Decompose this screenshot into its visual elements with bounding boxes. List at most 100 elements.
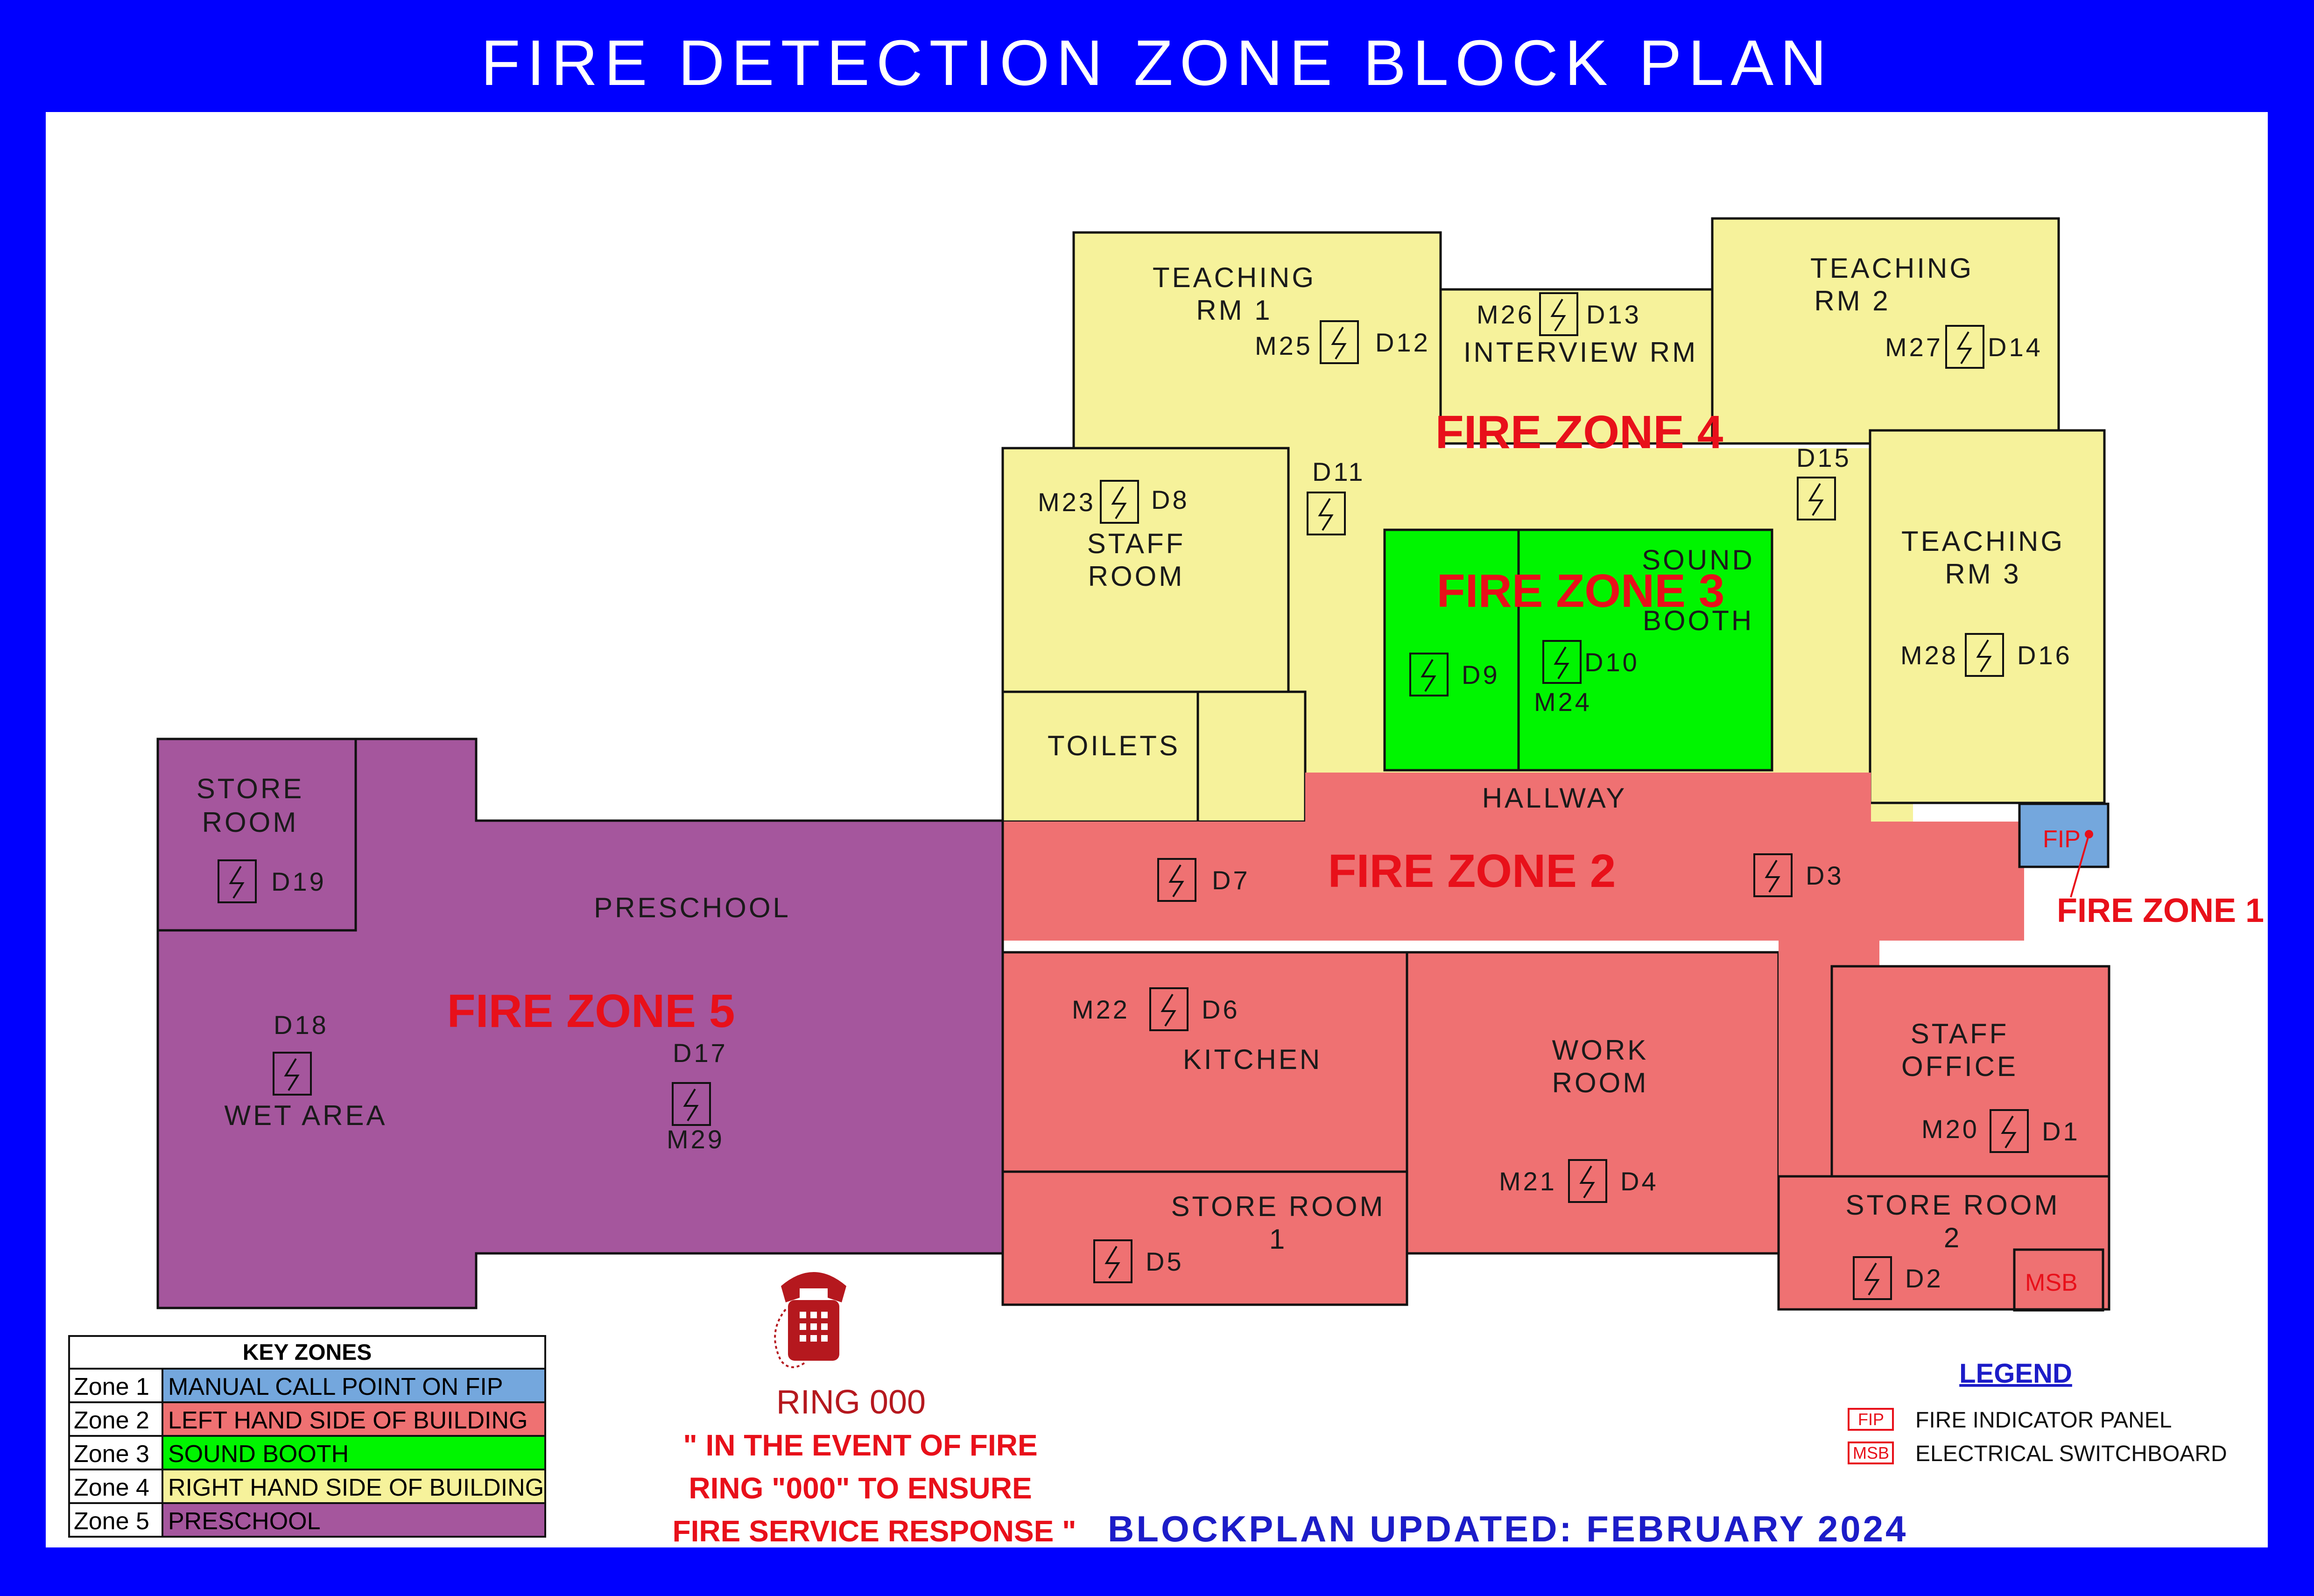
key-swatch-zone1: [162, 1368, 546, 1403]
teaching-rm-2: [1711, 217, 2060, 445]
d16-label: D16: [2017, 640, 2072, 670]
m23-label: M23: [1038, 487, 1096, 517]
d11-label: D11: [1312, 457, 1365, 486]
teaching1-a: TEACHING: [1153, 262, 1316, 293]
sound-booth-b: BOOTH: [1643, 605, 1754, 636]
legend-msb-code: MSB: [1853, 1443, 1889, 1462]
wetarea-label: WET AREA: [225, 1100, 387, 1131]
emergency-line2: RING "000" TO ENSURE: [689, 1471, 1032, 1505]
d17-label: D17: [673, 1038, 728, 1068]
legend-fip-swatch: [1848, 1408, 1894, 1431]
kitchen: [1001, 951, 1408, 1173]
hallway: [1305, 773, 1871, 824]
key-zone1-name: Zone 1: [74, 1373, 149, 1400]
store-a: STORE: [197, 773, 304, 804]
m29-label: M29: [667, 1125, 724, 1154]
emergency-line1: " IN THE EVENT OF FIRE: [683, 1428, 1037, 1462]
store-room-zone5: [156, 738, 357, 932]
sound-booth-a: SOUND: [1642, 544, 1755, 576]
d19-label: D19: [271, 867, 326, 896]
legend: LEGEND FIP FIRE INDICATOR PANEL MSB ELEC…: [1848, 1358, 2227, 1466]
staff-room: [1001, 447, 1290, 693]
room-labels: TEACHING RM 1 INTERVIEW RM TEACHING RM 2…: [197, 253, 2065, 1255]
key-zone3-name: Zone 3: [74, 1441, 149, 1468]
teaching3-a: TEACHING: [1901, 526, 2065, 557]
d1-label: D1: [2042, 1117, 2080, 1146]
plan-canvas: FIP MSB TEACHING RM 1 INTERVIEW RM TEACH…: [46, 112, 2268, 1547]
zone-2-area: [1001, 773, 2110, 1311]
teaching-rm-3: [1869, 429, 2106, 804]
key-zone4-name: Zone 4: [74, 1474, 149, 1501]
staffroom-a: STAFF: [1087, 528, 1186, 559]
block-plan: FIP MSB TEACHING RM 1 INTERVIEW RM TEACH…: [68, 217, 2264, 1547]
store2-a: STORE ROOM: [1846, 1189, 2060, 1221]
d10-label: D10: [1584, 647, 1639, 677]
toilets-label: TOILETS: [1048, 730, 1180, 761]
key-zone3-desc: SOUND BOOTH: [168, 1441, 349, 1468]
staff-office: [1830, 965, 2110, 1178]
key-zone4-desc: RIGHT HAND SIDE OF BUILDING: [168, 1474, 544, 1501]
fire-zone-4-label: FIRE ZONE 4: [1435, 406, 1723, 458]
key-zone2-name: Zone 2: [74, 1407, 149, 1434]
d18-label: D18: [274, 1010, 329, 1040]
key-zone5-name: Zone 5: [74, 1508, 149, 1535]
key-zone2-desc: LEFT HAND SIDE OF BUILDING: [168, 1407, 528, 1434]
m20-label: M20: [1921, 1114, 1979, 1144]
sound-booth: [1383, 528, 1773, 772]
legend-fip-text: FIRE INDICATOR PANEL: [1915, 1408, 2172, 1433]
m28-label: M28: [1900, 640, 1958, 670]
teaching3-b: RM 3: [1945, 558, 2021, 590]
key-swatch-zone2: [162, 1401, 546, 1437]
device-labels: D12 M25 M26 D13 M27 D14 M23 D8 D11 D15 D…: [271, 300, 2080, 1293]
key-zones-table: KEY ZONES Zone 1 MANUAL CALL POINT ON FI…: [68, 1335, 546, 1538]
fip-panel: [2018, 802, 2110, 868]
d15-label: D15: [1796, 443, 1851, 472]
key-zones-title: KEY ZONES: [243, 1340, 372, 1365]
d6-label: D6: [1202, 995, 1240, 1024]
d2-label: D2: [1905, 1264, 1943, 1293]
page-title: FIRE DETECTION ZONE BLOCK PLAN: [481, 27, 1833, 99]
fip-label: FIP: [2043, 826, 2081, 853]
staff-office-b: OFFICE: [1901, 1051, 2018, 1082]
m24-label: M24: [1534, 687, 1592, 717]
staffroom-b: ROOM: [1088, 561, 1185, 592]
store-b: ROOM: [202, 807, 299, 838]
work-room: [1406, 951, 1780, 1255]
d8-label: D8: [1151, 485, 1189, 514]
m27-label: M27: [1885, 332, 1943, 362]
m22-label: M22: [1072, 995, 1130, 1024]
store2-b: 2: [1944, 1222, 1962, 1253]
msb-label: MSB: [2025, 1269, 2078, 1296]
store1-b: 1: [1269, 1223, 1287, 1255]
fire-zone-5-label: FIRE ZONE 5: [447, 985, 735, 1037]
legend-title: LEGEND: [1959, 1358, 2072, 1389]
ring-000-label: RING 000: [776, 1384, 926, 1421]
store-room-2: [1777, 1175, 2110, 1311]
toilets-annex: [1196, 690, 1307, 823]
toilets: [1001, 690, 1199, 823]
teaching1-b: RM 1: [1196, 295, 1272, 326]
zone-5-area: [156, 738, 1004, 1309]
work-room-b: ROOM: [1552, 1067, 1649, 1098]
fip-leader-line: [2070, 834, 2090, 898]
interview-label: INTERVIEW RM: [1463, 337, 1698, 368]
fire-zone-2-label: FIRE ZONE 2: [1328, 845, 1616, 897]
d9-label: D9: [1462, 660, 1500, 689]
m21-label: M21: [1499, 1167, 1557, 1196]
legend-msb-swatch: [1848, 1441, 1894, 1464]
zone-labels: FIRE ZONE 4 FIRE ZONE 3 FIRE ZONE 2 FIRE…: [447, 406, 2264, 1037]
kitchen-label: KITCHEN: [1183, 1044, 1322, 1075]
d14-label: D14: [1988, 332, 2043, 362]
work-room-a: WORK: [1552, 1034, 1649, 1066]
fire-zone-3-label: FIRE ZONE 3: [1437, 565, 1725, 617]
teaching2-b: RM 2: [1814, 285, 1890, 316]
legend-msb-text: ELECTRICAL SWITCHBOARD: [1915, 1441, 2227, 1466]
staff-office-a: STAFF: [1911, 1018, 2009, 1049]
key-swatch-zone5: [162, 1502, 546, 1538]
fire-zone-1-label: FIRE ZONE 1: [2057, 892, 2264, 929]
msb-panel: [2013, 1248, 2104, 1312]
d4-label: D4: [1620, 1167, 1659, 1196]
store-room-1: [1001, 1170, 1408, 1306]
d12-label: D12: [1375, 328, 1430, 357]
d13-label: D13: [1586, 300, 1641, 329]
